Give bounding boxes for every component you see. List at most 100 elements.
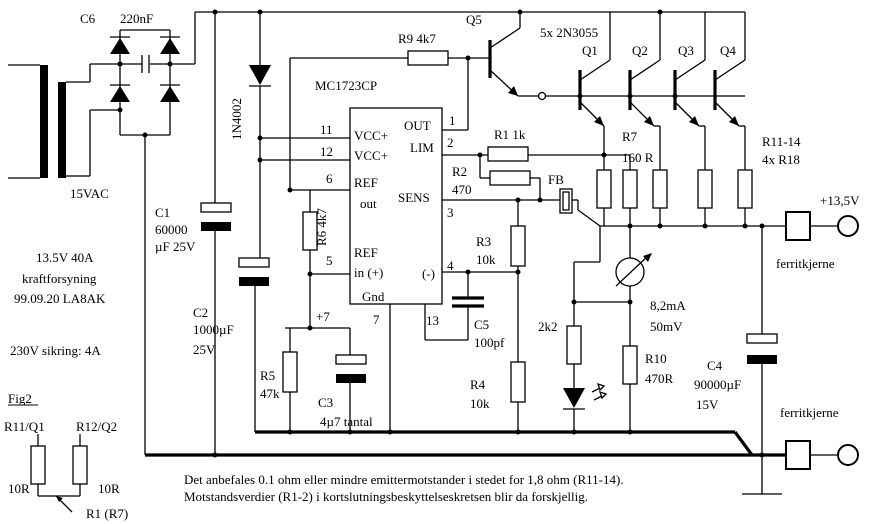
pin-4: 4 [447,258,454,273]
c2-capacitor [238,257,270,432]
pin-11: 11 [320,122,333,137]
c4-label: C4 [707,358,723,373]
r-2k2-label: 2k2 [538,319,558,334]
pin-ref-in-1: REF [354,245,378,260]
fig2-r11-label: R11/Q1 [4,419,45,434]
r5-resistor [282,327,350,432]
q4-label: Q4 [720,43,736,58]
q5-transistor [488,12,745,101]
transistors-note: 5x 2N3055 [540,25,598,40]
output-negative [762,440,859,470]
desc-line-3: 99.09.20 LA8AK [14,291,106,306]
r5-value: 47k [260,386,280,401]
c2-label: C2 [193,305,208,320]
c5-label: C5 [474,317,489,332]
diode-1n4002 [249,12,350,258]
diode-label: 1N4002 [229,98,244,140]
ic-mc1723 [349,107,443,305]
emitter-resistors [596,152,790,229]
r11-14-value: 4x R18 [762,152,800,167]
fig2-title: Fig2 [8,391,32,406]
ferrite-bottom-label: ferritkjerne [780,405,839,420]
r6-label: R6 4k7 [314,208,329,246]
c1-label: C1 [155,205,170,220]
c6-value: 220nF [120,11,153,26]
c1-capacitor [200,12,232,455]
q5-label: Q5 [466,12,482,27]
r1-label: R1 1k [494,127,526,142]
c2-value-2: 25V [193,342,216,357]
pin-1: 1 [449,113,456,128]
desc-line-2: kraftforsyning [22,271,97,286]
pin-12: 12 [320,144,333,159]
r3-value: 10k [476,252,496,267]
meter-branch [563,226,652,432]
meter-voltage: 50mV [650,319,683,334]
q3-label: Q3 [678,43,694,58]
fig2-r1-label: R1 (R7) [86,506,128,521]
r11-14-label: R11-14 [762,134,801,149]
c4-value-2: 15V [696,397,719,412]
q4-transistor [713,12,746,170]
pin-minus: (-) [422,266,435,281]
ic-label: MC1723CP [315,78,377,93]
c3-capacitor [335,328,367,432]
pin-13: 13 [426,313,439,328]
fig2-right-value: 10R [98,481,120,496]
meter-current: 8,2mA [650,298,686,313]
c4-capacitor [742,226,782,495]
c1-value-2: µF 25V [155,239,196,254]
c3-label: C3 [318,395,333,410]
r4-value: 10k [470,396,490,411]
r3-label: R3 [476,234,491,249]
pin-gnd: Gnd [362,289,385,304]
r1-r2-resistors [442,146,605,186]
r7-label: R7 [622,129,638,144]
c2-value-1: 1000µF [193,322,234,337]
q1-transistor [578,12,611,170]
fig2-left-value: 10R [8,481,30,496]
q5-drive [287,50,490,193]
pin-lim: LIM [410,140,434,155]
c5-capacitor [424,272,484,341]
r10-value: 470R [645,371,674,386]
pin-vcc-2: VCC+ [354,148,388,163]
q1-label: Q1 [582,43,598,58]
output-positive [785,211,859,241]
r9-label: R9 4k7 [398,31,436,46]
note-line-1: Det anbefales 0.1 ohm eller mindre emitt… [184,472,624,487]
desc-line-1: 13.5V 40A [36,250,94,265]
c1-value-1: 60000 [155,222,188,237]
r4-label: R4 [470,377,486,392]
fb-label: FB [548,172,564,187]
fig2-r12-label: R12/Q2 [76,419,117,434]
pin-sens: SENS [398,190,430,205]
transformer-label: 15VAC [70,186,109,201]
plus7-label: +7 [316,309,330,324]
feedback-divider [442,200,526,432]
r6-resistor [302,189,350,331]
transformer [8,64,90,179]
c4-value-1: 90000µF [694,377,741,392]
c5-value: 100pf [474,335,505,350]
q3-transistor [673,12,706,170]
pin-3: 3 [447,205,454,220]
pin-ref-in-2: in (+) [354,265,383,280]
pin-out: OUT [404,118,431,133]
fuse-note: 230V sikring: 4A [10,343,101,358]
c3-value: 4µ7 tantal [320,414,373,429]
pin-7: 7 [373,312,380,327]
r10-label: R10 [645,351,667,366]
r2-label: R2 [452,164,467,179]
pin-vcc-1: VCC+ [354,128,388,143]
pin-2: 2 [447,135,454,150]
r2-value: 470 [452,182,472,197]
pin-5: 5 [326,253,333,268]
q2-transistor [628,12,661,170]
q2-label: Q2 [632,43,648,58]
fig2-detail [8,404,88,513]
output-label: +13,5V [820,193,860,208]
r5-label: R5 [260,368,275,383]
